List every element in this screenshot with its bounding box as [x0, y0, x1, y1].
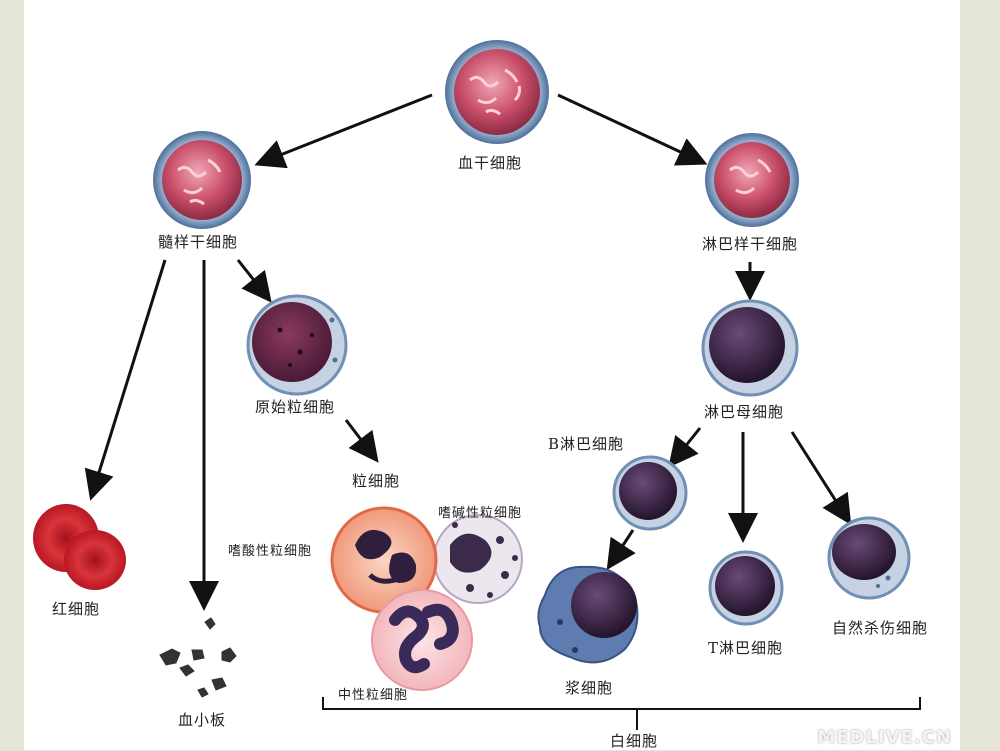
label-platelet: 血小板 [178, 711, 227, 729]
label-lymphoid-stem: 淋巴样干细胞 [702, 235, 799, 253]
lymphoid-stem-cell-image [705, 133, 799, 227]
label-granulocyte: 粒细胞 [352, 472, 401, 490]
arrow-myeloid-rbc [84, 259, 167, 501]
label-nk: 自然杀伤细胞 [832, 619, 929, 637]
wbc-bracket [322, 697, 921, 730]
arrow-hsc-lymphoid [557, 93, 708, 166]
label-b-cell: B淋巴细胞 [548, 435, 625, 453]
plasma-cell-image [537, 565, 639, 664]
arrows [84, 93, 852, 611]
arrow-lymphoblast-nk [790, 431, 852, 526]
label-hsc: 血干细胞 [458, 154, 523, 172]
label-myeloblast: 原始粒细胞 [255, 398, 336, 416]
label-plasma: 浆细胞 [565, 679, 614, 697]
platelets-image [159, 617, 237, 698]
lymphoblast-image [701, 299, 799, 397]
label-neutrophil: 中性粒细胞 [338, 688, 409, 703]
nk-cell-image [827, 516, 911, 600]
arrow-hsc-myeloid [254, 93, 433, 169]
arrow-lymphoblast-bcell [668, 427, 702, 468]
label-eosinophil: 嗜酸性粒细胞 [228, 544, 313, 559]
arrow-bcell-plasma [606, 529, 636, 571]
label-myeloid-stem: 髓样干细胞 [158, 233, 239, 251]
label-basophil: 嗜碱性粒细胞 [438, 506, 523, 521]
arrow-myeloblast-granulocyte [344, 419, 379, 463]
rbc-image [33, 504, 126, 590]
basophil-image [433, 514, 523, 604]
myeloblast-image [246, 294, 348, 396]
label-rbc: 红细胞 [52, 600, 101, 618]
neutrophil-image [371, 589, 473, 691]
label-lymphoblast: 淋巴母细胞 [704, 403, 785, 421]
b-cell-image [612, 455, 688, 531]
label-wbc: 白细胞 [610, 732, 659, 750]
hsc-cell-image [445, 40, 549, 144]
myeloid-stem-cell-image [153, 131, 251, 229]
t-cell-image [708, 550, 784, 626]
label-t-cell: T淋巴细胞 [708, 639, 784, 657]
arrow-myeloid-myeloblast [236, 259, 272, 303]
watermark: MEDLIVE.CN [817, 727, 952, 748]
